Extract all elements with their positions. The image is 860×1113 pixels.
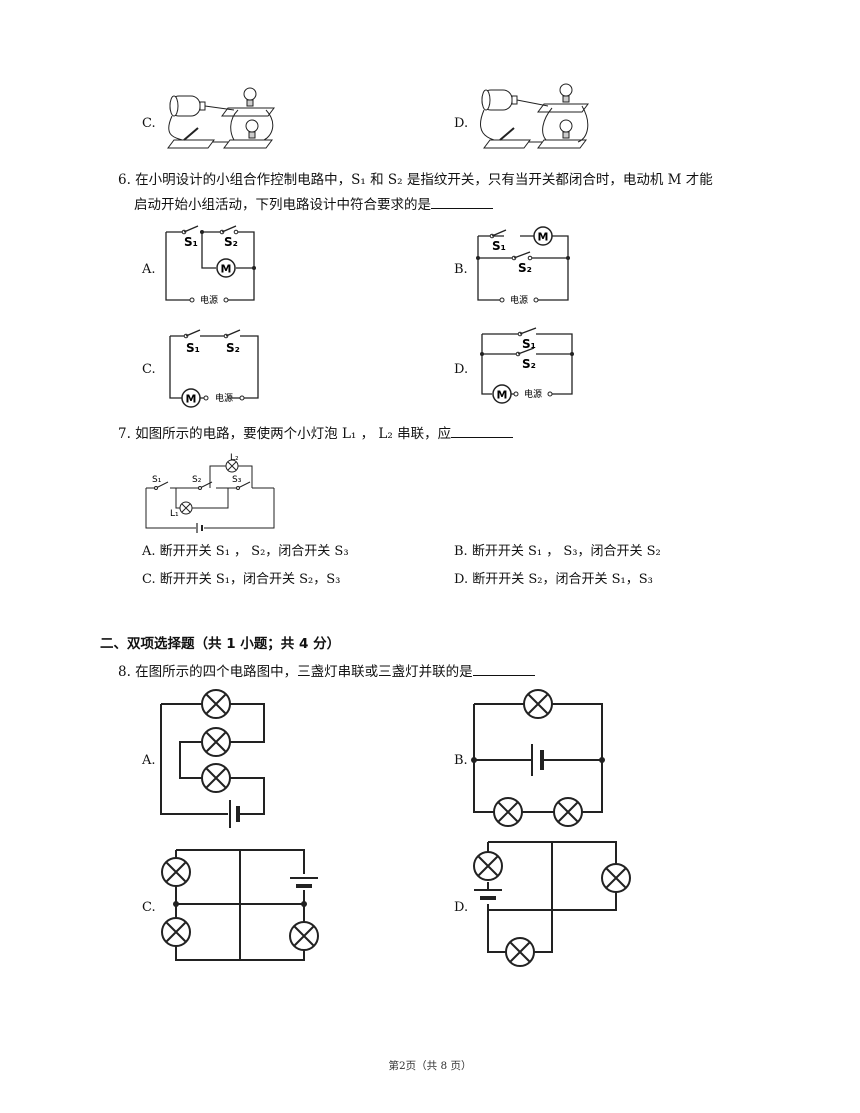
svg-text:S₃: S₃ xyxy=(232,475,242,485)
battery-icon xyxy=(229,800,240,828)
svg-text:S₂: S₂ xyxy=(518,261,532,275)
answer-blank[interactable] xyxy=(431,194,493,209)
svg-text:S₂: S₂ xyxy=(226,341,240,355)
lamp-icon xyxy=(201,689,231,719)
lamp-icon xyxy=(201,763,231,793)
svg-text:L₁: L₁ xyxy=(170,509,179,519)
q8-option-b-label: B. xyxy=(454,753,468,768)
q5-option-d-figure xyxy=(480,83,589,149)
q7-stem: 7. 如图所示的电路，要使两个小灯泡 L₁ ， L₂ 串联，应 xyxy=(118,422,514,446)
q8-option-c-circuit xyxy=(161,849,319,961)
lamp-icon xyxy=(161,917,191,947)
q5-option-c-label: C. xyxy=(142,116,156,131)
battery-icon xyxy=(474,889,502,900)
q6-option-b-label: B. xyxy=(454,262,468,277)
lamp-icon xyxy=(289,921,319,951)
svg-text:M: M xyxy=(538,231,549,244)
q6-stem-line2: 启动开始小组活动，下列电路设计中符合要求的是 xyxy=(134,193,493,217)
q6-option-d-label: D. xyxy=(454,362,469,377)
svg-text:M: M xyxy=(186,393,197,406)
svg-text:S₁: S₁ xyxy=(522,337,536,351)
q7-answer-c[interactable]: C. 断开开关 S₁，闭合开关 S₂，S₃ xyxy=(142,572,341,587)
q6-option-c-label: C. xyxy=(142,362,156,377)
power-label: 电源 xyxy=(200,294,218,306)
s2-label: S₂ xyxy=(224,235,238,249)
svg-text:电源: 电源 xyxy=(215,392,233,404)
svg-text:电源: 电源 xyxy=(524,388,542,400)
q5-option-c-figure xyxy=(167,87,275,149)
q6-option-d-circuit: S₁ S₂ M 电源 xyxy=(480,327,574,404)
svg-text:电源: 电源 xyxy=(510,294,528,306)
answer-blank[interactable] xyxy=(451,423,514,438)
lamp-icon xyxy=(601,863,631,893)
lamp-icon xyxy=(473,851,503,881)
lamp-icon xyxy=(201,727,231,757)
s1-label: S₁ xyxy=(184,235,198,249)
q6-option-c-circuit: S₁ S₂ M 电源 xyxy=(169,329,259,408)
q8-option-d-label: D. xyxy=(454,900,469,915)
q8-option-a-circuit xyxy=(160,689,265,828)
page-footer: 第2页（共 8 页） xyxy=(388,1060,472,1072)
q7-answer-a[interactable]: A. 断开开关 S₁ ， S₂，闭合开关 S₃ xyxy=(142,544,349,559)
q7-answer-b[interactable]: B. 断开开关 S₁ ， S₃，闭合开关 S₂ xyxy=(454,544,661,559)
lamp-icon xyxy=(493,797,523,827)
battery-icon xyxy=(531,744,544,776)
lamp-icon xyxy=(505,937,535,967)
q8-option-d-circuit xyxy=(473,841,631,967)
q6-stem-line1: 6. 在小明设计的小组合作控制电路中，S₁ 和 S₂ 是指纹开关，只有当开关都闭… xyxy=(118,172,713,188)
q7-answer-d[interactable]: D. 断开开关 S₂，闭合开关 S₁，S₃ xyxy=(454,572,653,587)
svg-text:S₂: S₂ xyxy=(192,475,202,485)
q6-option-b-circuit: M S₁ S₂ 电源 xyxy=(476,226,570,306)
q6-option-a-circuit: M S₁ S₂ 电源 xyxy=(165,225,256,306)
battery-icon xyxy=(290,877,318,888)
q8-option-b-circuit xyxy=(471,689,605,827)
q8-stem: 8. 在图所示的四个电路图中，三盏灯串联或三盏灯并联的是 xyxy=(118,660,535,684)
answer-blank[interactable] xyxy=(472,661,535,676)
q6-option-a-label: A. xyxy=(142,262,156,277)
q8-option-a-label: A. xyxy=(142,753,156,768)
svg-text:S₁: S₁ xyxy=(186,341,200,355)
motor-label: M xyxy=(221,263,232,276)
q7-circuit: S₁ S₂ S₃ L₁ L₂ xyxy=(145,453,275,533)
svg-text:S₁: S₁ xyxy=(152,475,162,485)
svg-text:S₁: S₁ xyxy=(492,239,506,253)
q5-option-d-label: D. xyxy=(454,116,469,131)
lamp-icon xyxy=(161,857,191,887)
svg-text:S₂: S₂ xyxy=(522,357,536,371)
lamp-icon xyxy=(523,689,553,719)
q8-option-c-label: C. xyxy=(142,900,156,915)
section-title: 二、双项选择题（共 1 小题；共 4 分） xyxy=(100,636,341,652)
svg-text:M: M xyxy=(497,389,508,402)
lamp-icon xyxy=(553,797,583,827)
svg-text:L₂: L₂ xyxy=(230,453,239,463)
